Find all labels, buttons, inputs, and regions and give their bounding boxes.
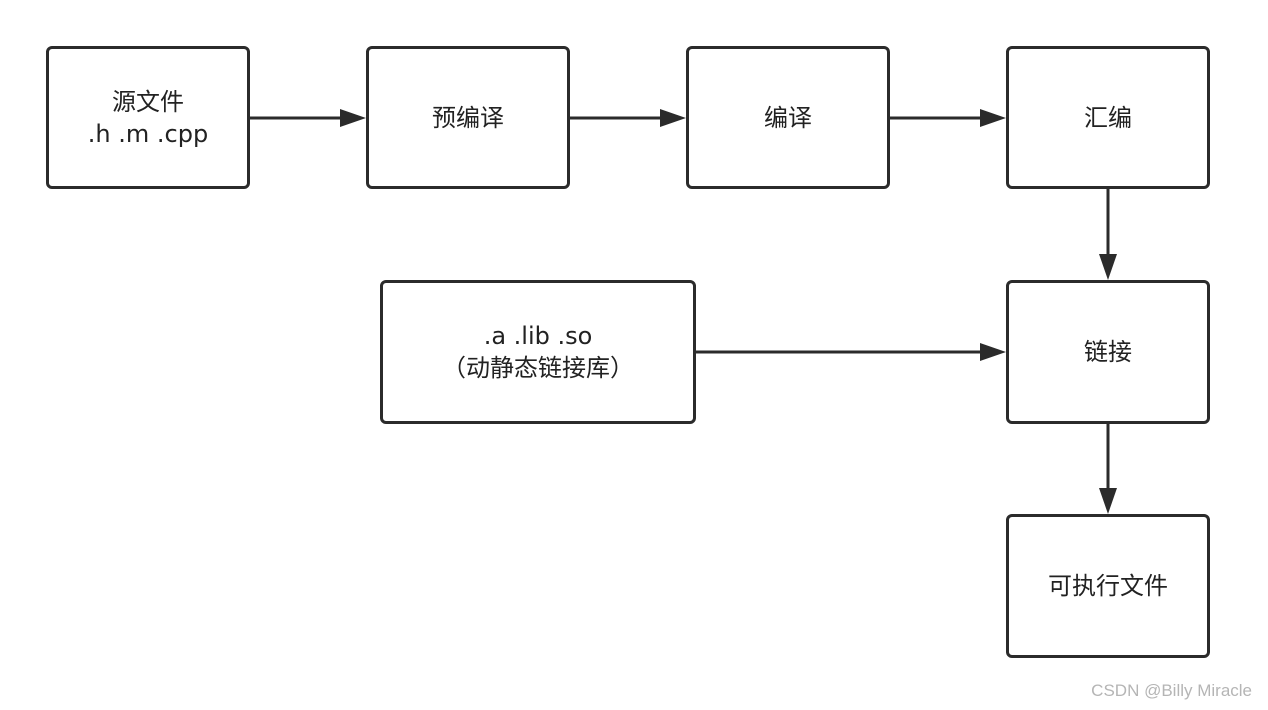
node-source-extensions: .h .m .cpp	[87, 119, 209, 148]
node-compile-label: 编译	[764, 103, 812, 132]
node-libraries: .a .lib .so （动静态链接库）	[380, 280, 696, 424]
node-source-title: 源文件	[112, 87, 184, 116]
node-libraries-extensions: .a .lib .so	[483, 322, 593, 350]
arrowhead-icon	[1099, 254, 1117, 280]
node-preprocess: 预编译	[366, 46, 570, 189]
arrowhead-icon	[660, 109, 686, 127]
node-link-label: 链接	[1084, 338, 1132, 366]
node-executable: 可执行文件	[1006, 514, 1210, 658]
arrowhead-icon	[1099, 488, 1117, 514]
node-source-files: 源文件 .h .m .cpp	[46, 46, 250, 189]
node-preprocess-label: 预编译	[432, 103, 504, 132]
node-assemble-label: 汇编	[1084, 103, 1132, 132]
arrowhead-icon	[980, 109, 1006, 127]
node-compile: 编译	[686, 46, 890, 189]
watermark-text: CSDN @Billy Miracle	[1091, 681, 1252, 700]
node-libraries-description: （动静态链接库）	[442, 354, 634, 382]
node-link: 链接	[1006, 280, 1210, 424]
arrowhead-icon	[340, 109, 366, 127]
node-assemble: 汇编	[1006, 46, 1210, 189]
arrowhead-icon	[980, 343, 1006, 361]
node-executable-label: 可执行文件	[1048, 572, 1168, 600]
